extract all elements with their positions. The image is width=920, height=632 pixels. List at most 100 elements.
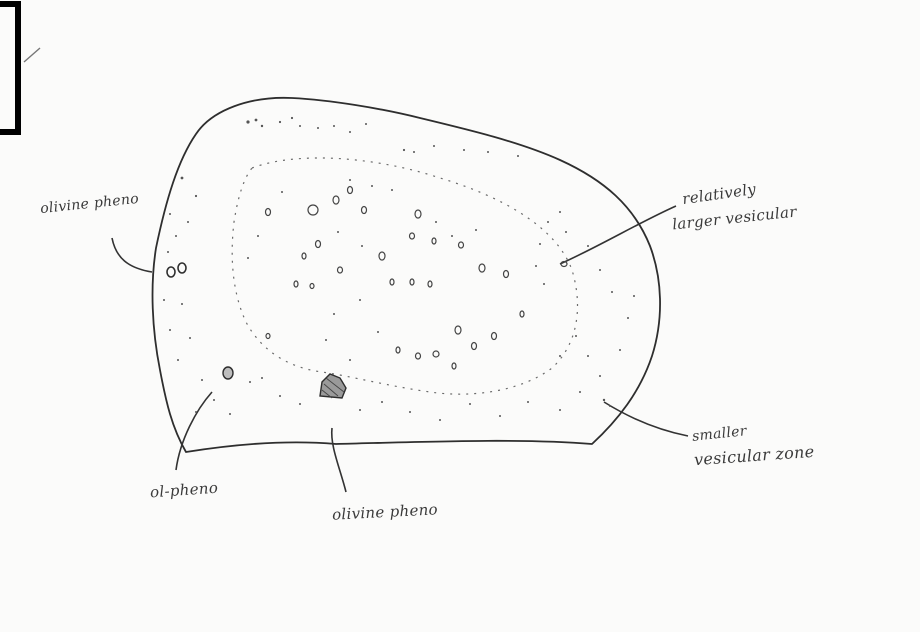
vesicle-dot [189, 337, 191, 339]
vesicle [416, 353, 421, 359]
vesicle-dot [517, 155, 519, 157]
leader-larger-vesicular [560, 206, 676, 264]
vesicle-dot [333, 313, 335, 315]
vesicle [390, 279, 394, 285]
vesicle [433, 351, 439, 357]
vesicle-dot [559, 211, 561, 213]
vesicle [362, 207, 367, 214]
olivine-phenocryst-left-b [178, 263, 186, 273]
vesicle-dot [565, 231, 567, 233]
vesicle [492, 333, 497, 340]
vesicle-dot [359, 409, 361, 411]
leader-ol-pheno [176, 392, 212, 470]
vesicle [310, 284, 314, 289]
vesicle-dot [195, 195, 197, 197]
vesicle [333, 196, 339, 204]
vesicle-dot [439, 419, 441, 421]
vesicle-dot [413, 151, 415, 153]
vesicle-dot [361, 245, 363, 247]
vesicle-dot [317, 127, 319, 129]
vesicle-dot [261, 125, 263, 127]
vesicle-zone-boundary [232, 158, 577, 394]
vesicle-dot [257, 235, 259, 237]
vesicle [316, 241, 321, 248]
vesicle [338, 267, 343, 273]
vesicle-dot [181, 177, 184, 180]
vesicle-dot [469, 403, 471, 405]
vesicle [520, 311, 524, 317]
olivine-phenocryst-center [320, 374, 346, 398]
vesicle-dot [349, 359, 351, 361]
vesicle [432, 238, 436, 244]
vesicle-dot [213, 399, 215, 401]
vesicle [410, 279, 414, 285]
vesicle-dot [487, 151, 489, 153]
vesicle-dot [167, 251, 169, 253]
vesicle-dot [349, 131, 351, 133]
vesicle [266, 334, 270, 339]
vesicle [504, 271, 509, 278]
vesicle-dot [291, 117, 293, 119]
vesicle-dot [195, 411, 197, 413]
vesicle-dot [169, 213, 171, 215]
vesicle-dot [187, 221, 189, 223]
vesicle [348, 187, 353, 194]
vesicle-dot [403, 149, 405, 151]
vesicle-dot [611, 291, 613, 293]
vesicle-dot [229, 413, 231, 415]
vesicle-dot [587, 245, 589, 247]
vesicle-dot [633, 295, 635, 297]
vesicle-dot [175, 235, 177, 237]
pencil-mark [24, 48, 40, 62]
vesicle-dot [451, 235, 453, 237]
vesicle-dot [261, 377, 263, 379]
vesicle-dot [579, 391, 581, 393]
vesicle [479, 264, 485, 272]
vesicle [472, 343, 477, 350]
vesicle-dot [365, 123, 367, 125]
vesicle-dot [281, 191, 283, 193]
vesicle-dot [409, 411, 411, 413]
vesicle-dot [337, 231, 339, 233]
vesicle-dot [279, 121, 281, 123]
scan-frame-corner [0, 4, 18, 132]
olivine-phenocryst-left-a [167, 267, 175, 277]
vesicle-dot [349, 179, 351, 181]
leader-olivine-center [332, 428, 346, 492]
vesicle-dot [433, 145, 435, 147]
vesicle-dot [391, 189, 393, 191]
vesicle-dot [587, 355, 589, 357]
vesicle [459, 242, 464, 248]
vesicle-dot [627, 317, 629, 319]
vesicle-dot [599, 375, 601, 377]
vesicle [455, 326, 461, 334]
vesicle [396, 347, 400, 353]
vesicle-dot [325, 339, 327, 341]
vesicle-dot [475, 229, 477, 231]
vesicle-dot [299, 403, 301, 405]
vesicle [410, 233, 415, 239]
vesicle-dot [333, 125, 335, 127]
vesicle-dot [279, 395, 281, 397]
vesicle-dot [619, 349, 621, 351]
vesicle-dot [181, 303, 183, 305]
vesicle-dot [246, 120, 249, 123]
vesicle [266, 209, 271, 216]
rock-outline [153, 98, 661, 452]
vesicle-dot [609, 405, 611, 407]
vesicle-dot [499, 415, 501, 417]
vesicle-dot [381, 401, 383, 403]
vesicle-dot [371, 185, 373, 187]
vesicle [415, 210, 421, 218]
vesicle-dot [535, 265, 537, 267]
vesicle-dot [255, 119, 258, 122]
vesicle-dot [169, 329, 171, 331]
vesicle [294, 281, 298, 287]
vesicle-dot [599, 269, 601, 271]
vesicle-dot [603, 399, 605, 401]
vesicle-dot [463, 149, 465, 151]
vesicle-dot [527, 401, 529, 403]
vesicle-dot [547, 221, 549, 223]
vesicle [302, 253, 306, 259]
